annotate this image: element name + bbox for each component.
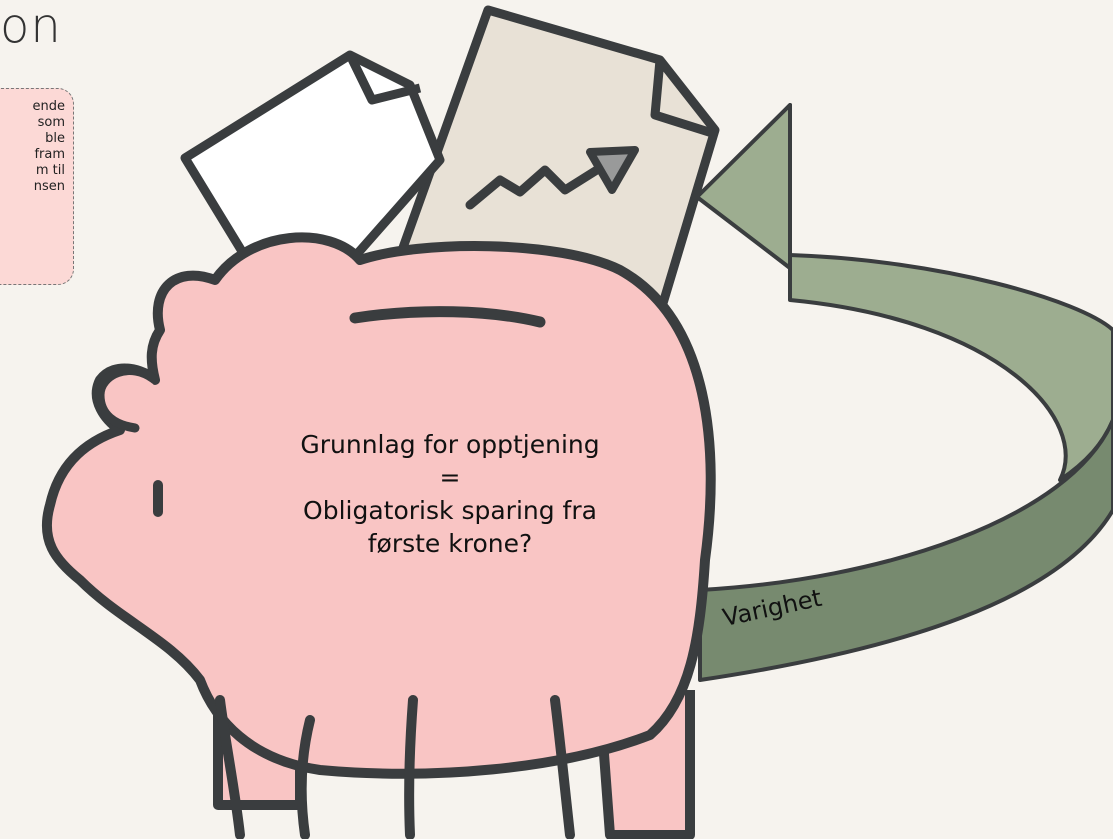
note-line: som	[37, 115, 65, 130]
pig-body	[41, 232, 716, 779]
center-text-line-2: =	[439, 463, 461, 492]
note-line: m til	[35, 163, 65, 178]
center-text-line-1: Grunnlag for opptjening	[300, 430, 600, 459]
arrow-head	[695, 103, 792, 270]
center-text-line-3: Obligatorisk sparing fra	[303, 496, 597, 525]
piggy-bank	[41, 232, 716, 839]
note-line: nsen	[33, 179, 65, 194]
page-title: on	[0, 0, 62, 54]
piggy-bank-text: Grunnlag for opptjening = Obligatorisk s…	[210, 428, 690, 560]
speaker-note-callout: ende som ble fram m til nsen	[0, 88, 74, 285]
pig-ear	[95, 366, 160, 433]
note-line: fram	[34, 147, 65, 162]
note-line: ble	[45, 131, 65, 146]
note-line: ende	[32, 99, 66, 114]
coin-slot	[349, 306, 546, 328]
trend-arrowhead	[586, 146, 639, 194]
center-text-line-4: første krone?	[367, 529, 533, 558]
duration-arrow	[695, 103, 1113, 682]
arrow-lower	[698, 418, 1113, 682]
trend-line-icon	[465, 163, 605, 210]
